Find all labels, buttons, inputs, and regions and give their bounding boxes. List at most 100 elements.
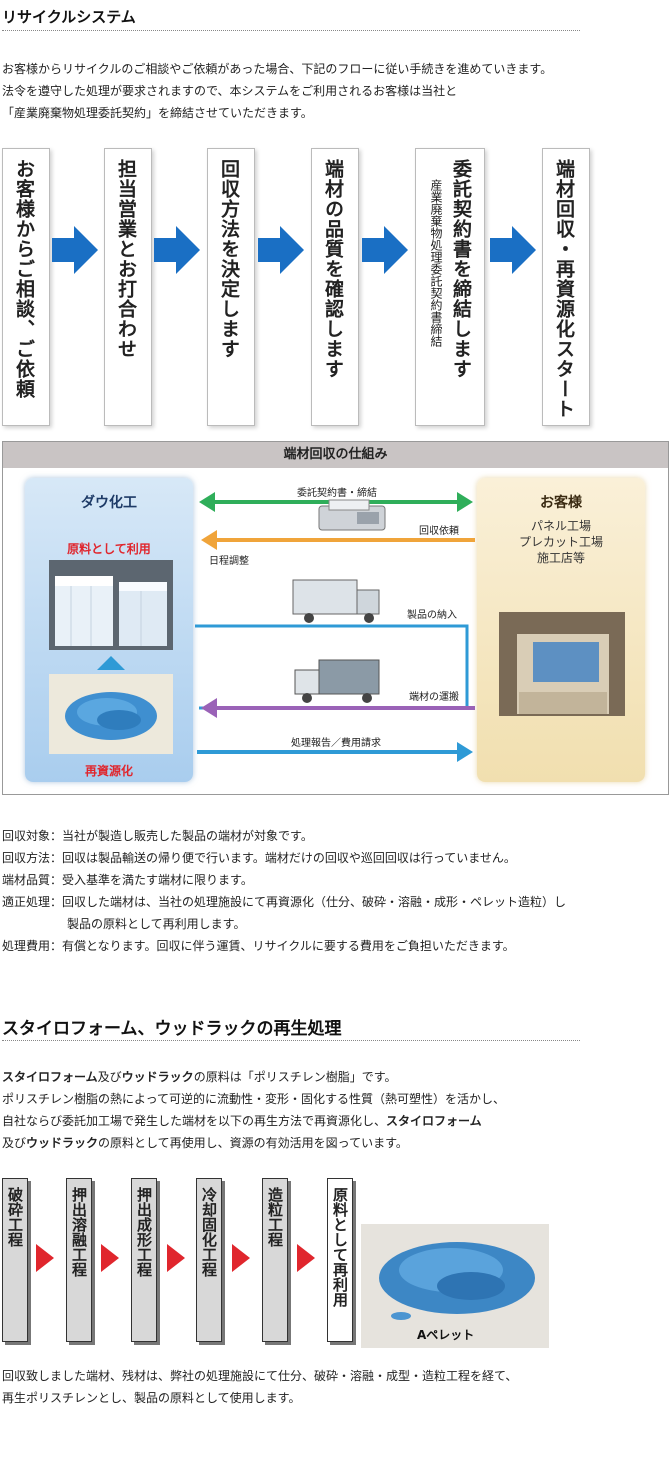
flow-arrow-icon [52,226,98,274]
info-text: 当社が製造し販売した製品の端材が対象です。 [62,829,313,843]
flow-step-label: 委託契約書を締結します [450,159,472,379]
flow-step-label: 端材の品質を確認します [322,159,344,379]
diagram-arrows [195,492,475,762]
flow-step-label: お客様からご相談、ご依頼 [13,159,35,399]
info-row-processing: 適正処理：回収した端材は、当社の処理施設にて再資源化（仕分、破砕・溶融・成形・ペ… [2,891,566,913]
step-label: 押出溶融工程 [70,1187,88,1277]
step-cooling: 冷却固化工程 [196,1178,222,1342]
info-row-processing-cont: 製品の原料として再利用します。 [67,917,246,931]
para-text: 自社ならび委託加工場で発生した端材を以下の再生方法で再資源化し、 [2,1114,387,1128]
flow-arrow-icon [258,226,304,274]
up-arrow-icon [97,656,125,670]
customer-types: パネル工場 プレカット工場 施工店等 [477,518,645,566]
flow-arrows [52,226,536,274]
section-title-recycle-system: リサイクルシステム [2,8,136,26]
outro-line: 再生ポリスチレンとし、製品の原料として使用します。 [2,1391,301,1405]
flow-arrow-icon [154,226,200,274]
raw-material-label: 原料として利用 [67,542,151,556]
step-reuse: 原料として再利用 [327,1178,353,1342]
step-label: 押出成形工程 [135,1187,153,1277]
intro-line: 法令を遵守した処理が要求されますので、本システムをご利用されるお客様は当社と [2,84,458,98]
flow-step-contract: 委託契約書を締結します 産業廃棄物処理委託契約書締結 [415,148,485,426]
step-crushing: 破砕工程 [2,1178,28,1342]
customer-type: プレカット工場 [518,535,603,549]
intro-line: 「産業廃棄物処理委託契約」を締結させていただきます。 [2,106,313,120]
step-extrusion-forming: 押出成形工程 [131,1178,157,1342]
product-name: ウッドラック [26,1136,99,1150]
para-line: 及びウッドラックの原料として再使用し、資源の有効活用を図っています。 [2,1132,642,1154]
step-arrow-icon [167,1244,185,1272]
recovery-mechanism-diagram: 端材回収の仕組み ダウ化工 原料として利用 再資源化 お客様 [2,441,669,795]
info-row-method: 回収方法：回収は製品輸送の帰り便で行います。端材だけの回収や巡回回収は行っていま… [2,847,516,869]
info-key: 適正処理： [2,895,63,909]
customer-photo [499,612,625,716]
para-line: ポリスチレン樹脂の熱によって可逆的に流動性・変形・固化する性質（熱可塑性）を活か… [2,1092,506,1106]
report-label: 処理報告／費用請求 [291,738,381,749]
step-arrow-icon [232,1244,250,1272]
intro-line: お客様からリサイクルのご相談やご依頼があった場合、下記のフローに従い手続きを進め… [2,62,553,76]
step-arrow-icon [297,1244,315,1272]
info-row-target: 回収対象：当社が製造し販売した製品の端材が対象です。 [2,825,313,847]
flow-step-meeting: 担当営業とお打合わせ [104,148,152,426]
outro-line: 回収致しました端材、残材は、弊社の処理施設にて仕分、破砕・溶融・成型・造粒工程を… [2,1369,518,1383]
step-label: 破砕工程 [6,1187,24,1247]
recycling-label: 再資源化 [84,764,133,778]
para-text: 及び [2,1136,27,1150]
info-text: 回収は製品輸送の帰り便で行います。端材だけの回収や巡回回収は行っていません。 [62,851,516,865]
step-arrow-icon [36,1244,54,1272]
flow-step-quality: 端材の品質を確認します [311,148,359,426]
customer-title: お客様 [540,495,582,511]
info-row-quality: 端材品質：受入基準を満たす端材に限ります。 [2,869,253,891]
flow-arrow-icon [362,226,408,274]
info-row-cost: 処理費用：有償となります。回収に伴う運賃、リサイクルに要する費用をご負担いただき… [2,935,515,957]
product-name: スタイロフォーム [2,1070,98,1084]
customer-panel: お客様 パネル工場 プレカット工場 施工店等 [477,478,645,782]
fax-machine-icon [318,499,386,531]
product-name: ウッドラック [121,1070,194,1084]
pellets-image [49,674,173,754]
customer-type: 施工店等 [536,551,585,565]
info-text: 回収した端材は、当社の処理施設にて再資源化（仕分、破砕・溶融・成形・ペレット造粒… [62,895,567,909]
info-text: 有償となります。回収に伴う運賃、リサイクルに要する費用をご負担いただきます。 [62,939,515,953]
flow-step-consultation: お客様からご相談、ご依頼 [2,148,50,426]
para-line: 自社ならび委託加工場で発生した端材を以下の再生方法で再資源化し、スタイロフォーム [2,1110,642,1132]
flow-step-label: 回収方法を決定します [218,159,240,359]
info-key: 端材品質： [2,873,63,887]
title-divider [2,30,580,31]
customer-type: パネル工場 [530,519,591,533]
transport-label: 端材の運搬 [409,692,459,703]
para-line: スタイロフォーム及びウッドラックの原料は「ポリスチレン樹脂」です。 [2,1066,642,1088]
transport-truck-icon [294,659,380,703]
dow-kako-panel: ダウ化工 原料として利用 再資源化 [25,478,193,782]
delivery-truck-icon [292,579,380,623]
para-text: の原料として再使用し、資源の有効活用を図っています。 [98,1136,408,1150]
diagram-title: 端材回収の仕組み [3,442,668,468]
step-label: 造粒工程 [266,1187,284,1247]
foam-blocks-image [49,560,173,650]
pellet-photo: Aペレット [361,1224,549,1348]
flow-step-sublabel: 産業廃棄物処理委託契約書締結 [429,179,443,347]
flow-step-label: 担当営業とお打合わせ [115,159,137,359]
step-label: 冷却固化工程 [200,1187,218,1277]
flow-arrow-icon [490,226,536,274]
info-key: 回収対象： [2,829,63,843]
info-key: 処理費用： [2,939,63,953]
intro-paragraph: お客様からリサイクルのご相談やご依頼があった場合、下記のフローに従い手続きを進め… [2,58,642,124]
pellet-pile-image [379,1242,535,1320]
request-label: 回収依頼 [419,526,459,537]
para-text: 及び [97,1070,122,1084]
info-key: 回収方法： [2,851,63,865]
pellet-label: Aペレット [417,1328,475,1342]
step-granulation: 造粒工程 [262,1178,288,1342]
outro-paragraph: 回収致しました端材、残材は、弊社の処理施設にて仕分、破砕・溶融・成型・造粒工程を… [2,1365,642,1409]
contract-label: 委託契約書・締結 [297,488,377,499]
step-label: 原料として再利用 [331,1187,349,1307]
flow-step-start: 端材回収・再資源化スタート [542,148,590,426]
product-name: スタイロフォーム [386,1114,482,1128]
title-divider [2,1040,580,1041]
para-text: の原料は「ポリスチレン樹脂」です。 [193,1070,397,1084]
flow-step-method: 回収方法を決定します [207,148,255,426]
section-title-regeneration: スタイロフォーム、ウッドラックの再生処理 [2,1019,342,1039]
step-extrusion-melting: 押出溶融工程 [66,1178,92,1342]
flow-step-label: 端材回収・再資源化スタート [553,159,575,419]
